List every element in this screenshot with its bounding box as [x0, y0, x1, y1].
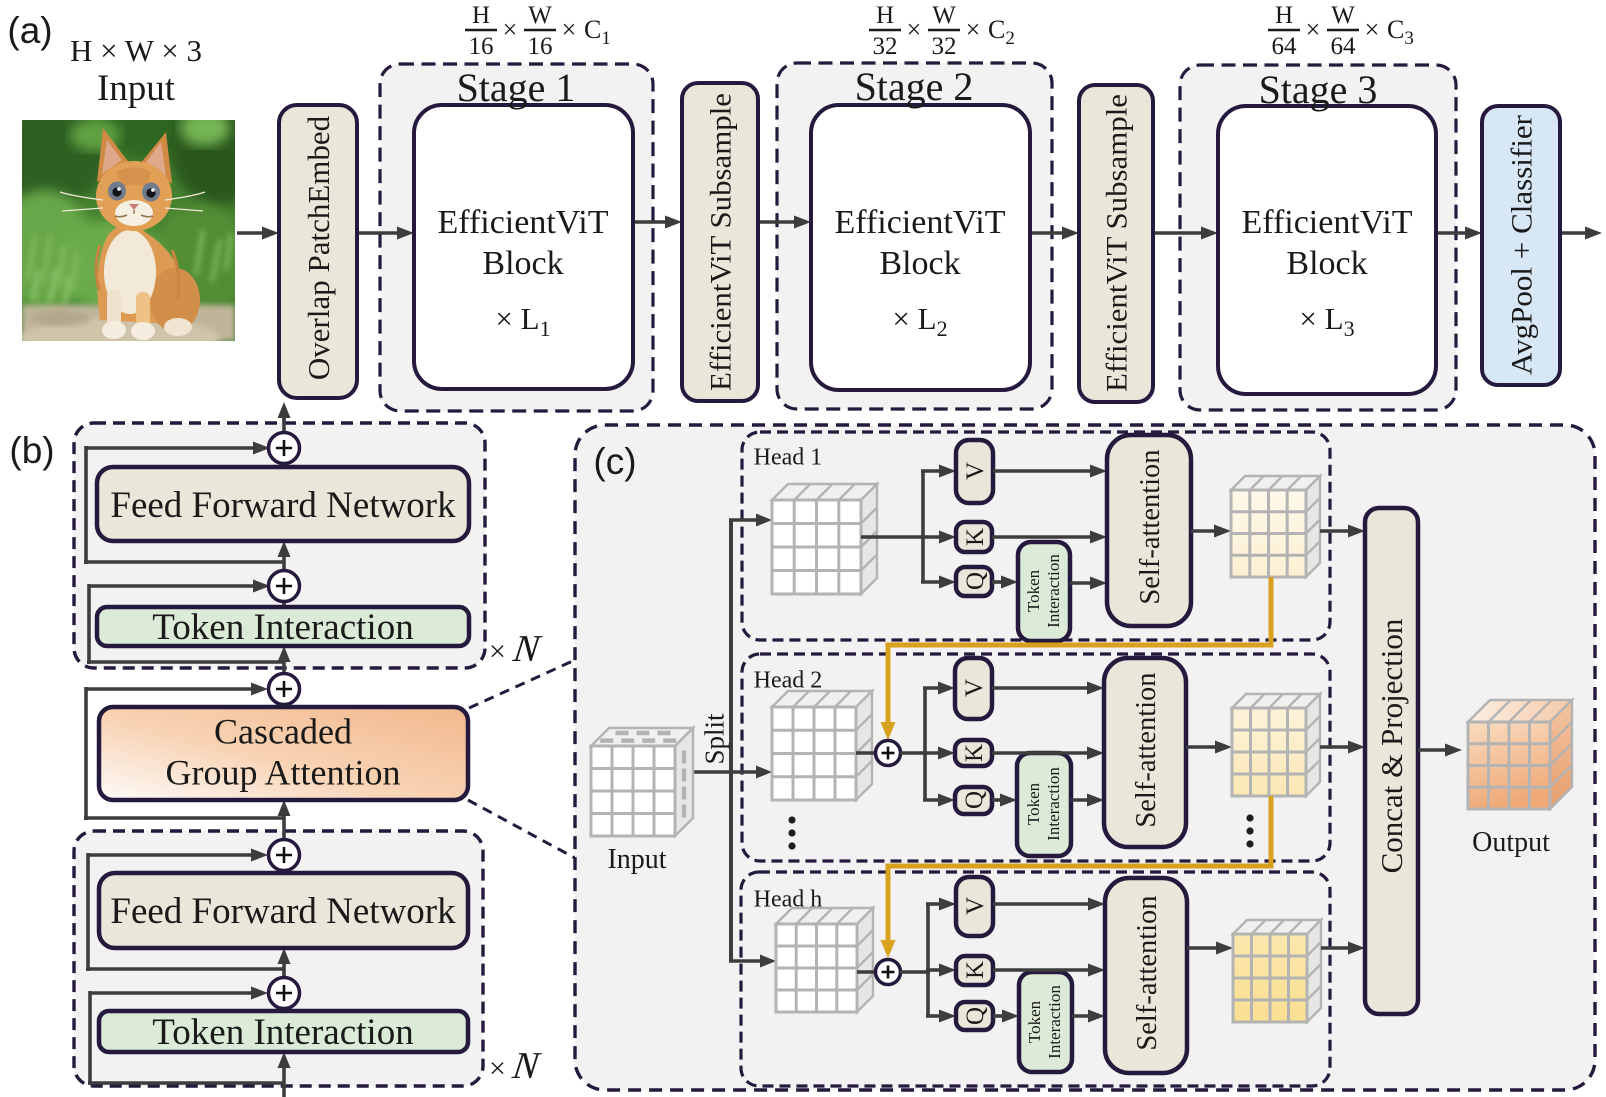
svg-text:Token: Token: [1024, 569, 1043, 612]
svg-text:(b): (b): [9, 430, 54, 471]
svg-text:×: ×: [489, 1052, 506, 1085]
svg-text:Cascaded: Cascaded: [214, 712, 352, 752]
svg-text:K: K: [961, 744, 988, 762]
svg-text:×: ×: [489, 635, 506, 668]
svg-text:×: ×: [1306, 15, 1321, 44]
svg-text:Block: Block: [1286, 245, 1367, 282]
svg-text:32: 32: [932, 33, 957, 60]
svg-text:V: V: [962, 897, 989, 915]
svg-text:W: W: [1331, 2, 1355, 29]
svg-text:Head 1: Head 1: [754, 444, 823, 470]
svg-text:K: K: [962, 528, 989, 546]
svg-text:×: ×: [1365, 15, 1380, 44]
svg-text:Token Interaction: Token Interaction: [152, 1012, 413, 1053]
svg-text:Stage 2: Stage 2: [855, 64, 974, 109]
svg-text:×: ×: [966, 15, 981, 44]
svg-text:Head 2: Head 2: [754, 667, 823, 693]
svg-text:64: 64: [1331, 33, 1357, 60]
svg-text:Token: Token: [1025, 1000, 1044, 1043]
svg-text:Token Interaction: Token Interaction: [152, 607, 413, 648]
svg-text:Q: Q: [962, 572, 989, 590]
svg-text:H: H: [472, 2, 490, 29]
svg-text:Q: Q: [962, 1007, 989, 1025]
svg-text:EfficientViT: EfficientViT: [437, 204, 608, 241]
svg-text:V: V: [961, 679, 988, 697]
svg-text:C3: C3: [1387, 15, 1414, 49]
svg-text:Output: Output: [1472, 827, 1550, 858]
svg-text:H × W × 3: H × W × 3: [70, 33, 202, 68]
svg-text:Input: Input: [607, 844, 666, 875]
svg-text:H: H: [1275, 2, 1293, 29]
svg-text:(c): (c): [593, 441, 636, 482]
svg-text:C2: C2: [988, 15, 1015, 49]
svg-text:16: 16: [469, 33, 494, 60]
svg-text:Block: Block: [482, 245, 563, 282]
svg-text:×: ×: [907, 15, 922, 44]
svg-text:Interaction: Interaction: [1044, 767, 1063, 841]
svg-text:EfficientViT: EfficientViT: [834, 204, 1005, 241]
svg-text:V: V: [962, 462, 989, 480]
svg-text:Group Attention: Group Attention: [166, 753, 401, 793]
svg-text:K: K: [962, 961, 989, 979]
svg-text:×: ×: [562, 15, 577, 44]
svg-text:32: 32: [873, 33, 898, 60]
svg-text:EfficientViT Subsample: EfficientViT Subsample: [1101, 94, 1134, 392]
svg-text:Feed Forward Network: Feed Forward Network: [110, 891, 456, 932]
svg-text:Interaction: Interaction: [1045, 985, 1064, 1059]
svg-text:Self-attention: Self-attention: [1135, 449, 1166, 604]
svg-text:Feed Forward Network: Feed Forward Network: [110, 485, 456, 526]
svg-text:16: 16: [528, 33, 553, 60]
svg-text:H: H: [876, 2, 894, 29]
svg-text:EfficientViT Subsample: EfficientViT Subsample: [705, 93, 738, 391]
svg-text:Stage 1: Stage 1: [457, 65, 576, 110]
svg-text:(a): (a): [7, 10, 52, 51]
svg-text:× L1: × L1: [495, 301, 550, 341]
svg-text:Interaction: Interaction: [1044, 554, 1063, 628]
svg-text:Self-attention: Self-attention: [1131, 672, 1162, 827]
svg-text:W: W: [528, 2, 552, 29]
svg-text:Q: Q: [961, 791, 988, 809]
svg-text:Input: Input: [97, 68, 176, 109]
svg-text:Split: Split: [700, 713, 730, 765]
svg-text:Stage 3: Stage 3: [1259, 67, 1378, 112]
svg-text:Overlap PatchEmbed: Overlap PatchEmbed: [301, 115, 336, 380]
svg-text:W: W: [932, 2, 956, 29]
svg-text:EfficientViT: EfficientViT: [1241, 204, 1412, 241]
svg-text:Self-attention: Self-attention: [1132, 895, 1163, 1050]
svg-text:Concat & Projection: Concat & Projection: [1374, 618, 1409, 873]
svg-text:Token: Token: [1024, 782, 1043, 825]
svg-text:64: 64: [1272, 33, 1298, 60]
svg-text:AvgPool + Classifier: AvgPool + Classifier: [1506, 115, 1539, 375]
svg-text:Block: Block: [879, 245, 960, 282]
svg-text:×: ×: [503, 15, 518, 44]
